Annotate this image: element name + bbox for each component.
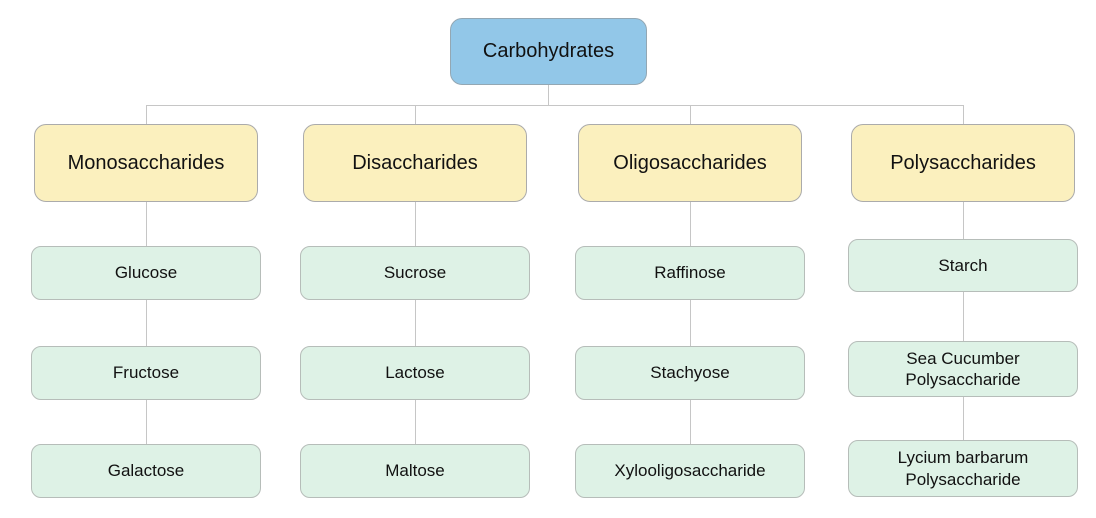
connector-seg (415, 300, 416, 346)
category-node-oligosaccharides: Oligosaccharides (578, 124, 802, 202)
connector-seg (963, 292, 964, 341)
connector-drop-oligosaccharides (690, 105, 691, 124)
connector-drop-monosaccharides (146, 105, 147, 124)
connector-seg (146, 400, 147, 444)
connector-seg (146, 202, 147, 246)
item-node-galactose: Galactose (31, 444, 261, 498)
item-node-raffinose: Raffinose (575, 246, 805, 300)
connector-bus (146, 105, 963, 106)
item-node-lycium-barbarum-polysaccharide: Lycium barbarum Polysaccharide (848, 440, 1078, 497)
item-node-maltose: Maltose (300, 444, 530, 498)
connector-drop-disaccharides (415, 105, 416, 124)
item-node-fructose: Fructose (31, 346, 261, 400)
connector-seg (415, 400, 416, 444)
root-node-carbohydrates: Carbohydrates (450, 18, 647, 85)
connector-seg (963, 202, 964, 239)
item-node-stachyose: Stachyose (575, 346, 805, 400)
connector-seg (415, 202, 416, 246)
item-node-sucrose: Sucrose (300, 246, 530, 300)
category-node-monosaccharides: Monosaccharides (34, 124, 258, 202)
item-node-sea-cucumber-polysaccharide: Sea Cucumber Polysaccharide (848, 341, 1078, 397)
item-node-starch: Starch (848, 239, 1078, 292)
connector-root-drop (548, 85, 549, 105)
item-node-lactose: Lactose (300, 346, 530, 400)
connector-seg (963, 397, 964, 440)
connector-seg (146, 300, 147, 346)
connector-seg (690, 202, 691, 246)
connector-drop-polysaccharides (963, 105, 964, 124)
category-node-disaccharides: Disaccharides (303, 124, 527, 202)
category-node-polysaccharides: Polysaccharides (851, 124, 1075, 202)
item-node-glucose: Glucose (31, 246, 261, 300)
connector-seg (690, 300, 691, 346)
item-node-xylooligosaccharide: Xylooligosaccharide (575, 444, 805, 498)
connector-seg (690, 400, 691, 444)
